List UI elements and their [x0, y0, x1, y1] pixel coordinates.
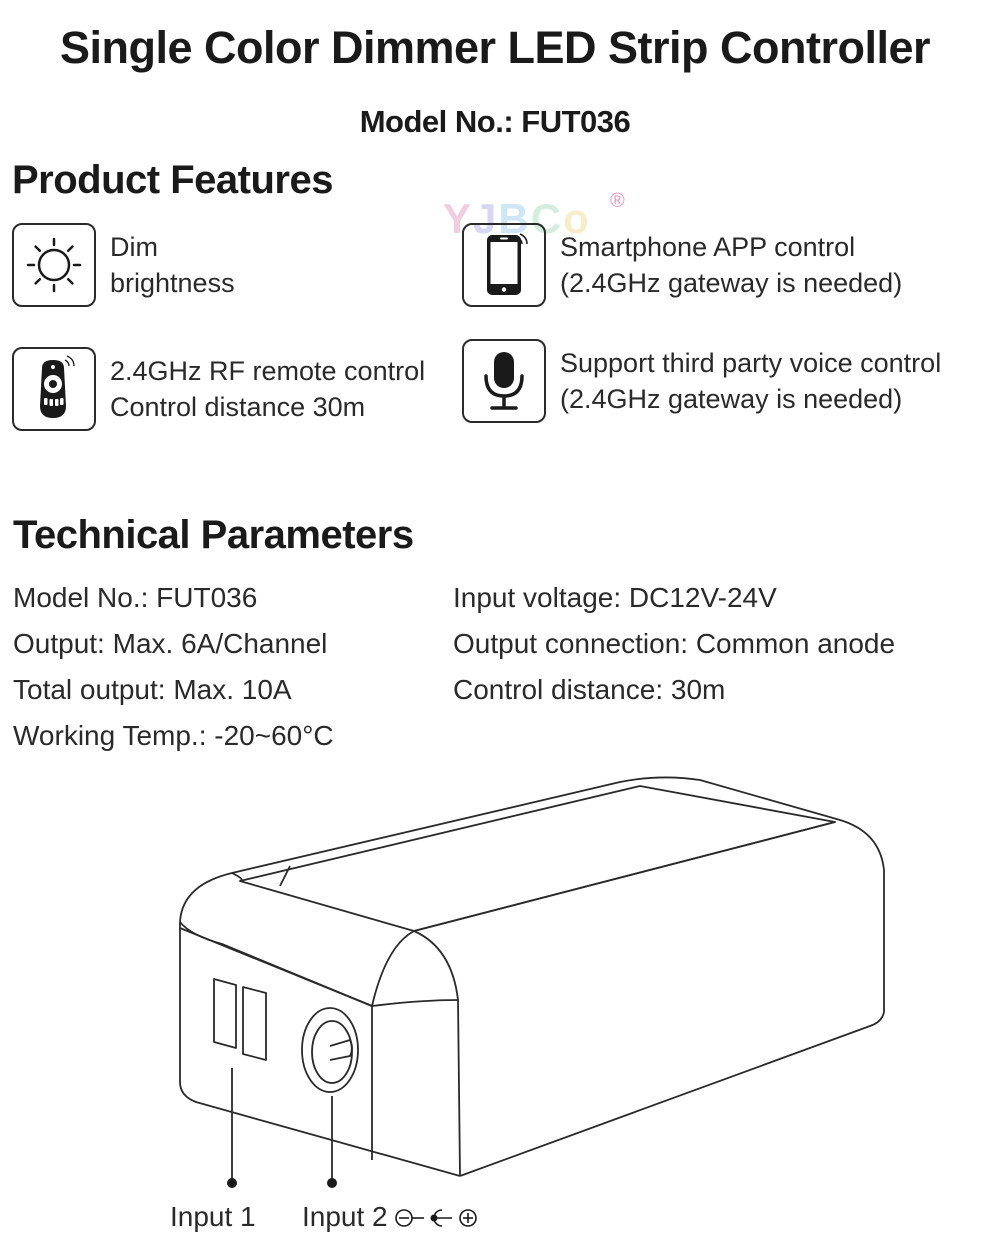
- controller-device-illustration: [179, 776, 885, 1188]
- microphone-icon: [484, 352, 524, 410]
- input-2-label: Input 2: [302, 1201, 388, 1232]
- input-1-label: Input 1: [170, 1201, 256, 1232]
- sun-icon-box: [12, 223, 96, 307]
- feature-line-1: Support third party voice control: [560, 348, 942, 378]
- feature-smartphone-app: Smartphone APP control (2.4GHz gateway i…: [462, 223, 902, 307]
- dc-polarity-icon: [395, 1209, 477, 1227]
- feature-line-2: Control distance 30m: [110, 392, 366, 422]
- sun-icon: [26, 237, 82, 293]
- param-working-temp: Working Temp.: -20~60°C: [13, 720, 334, 751]
- param-model: Model No.: FUT036: [13, 582, 258, 613]
- smartphone-icon: [487, 233, 528, 295]
- feature-line-1: Dim: [110, 232, 158, 262]
- feature-voice-control: Support third party voice control (2.4GH…: [462, 339, 941, 423]
- feature-line-2: brightness: [110, 268, 235, 298]
- feature-text: Smartphone APP control (2.4GHz gateway i…: [560, 229, 902, 301]
- feature-line-2: (2.4GHz gateway is needed): [560, 268, 903, 298]
- page-title: Single Color Dimmer LED Strip Controller: [59, 22, 931, 73]
- model-number-heading: Model No.: FUT036: [359, 104, 631, 139]
- feature-text: Dim brightness: [110, 229, 235, 301]
- feature-text: Support third party voice control (2.4GH…: [560, 345, 941, 417]
- feature-rf-remote: 2.4GHz RF remote control Control distanc…: [12, 347, 425, 431]
- microphone-icon-box: [462, 339, 546, 423]
- feature-dim-brightness: Dim brightness: [12, 223, 235, 307]
- remote-control-icon: [40, 355, 75, 418]
- feature-line-1: 2.4GHz RF remote control: [110, 356, 426, 386]
- feature-line-1: Smartphone APP control: [560, 232, 856, 262]
- technical-parameters-heading: Technical Parameters: [13, 513, 414, 557]
- param-total-output: Total output: Max. 10A: [13, 674, 292, 705]
- param-control-distance: Control distance: 30m: [453, 674, 726, 705]
- brand-watermark: YJBCo: [443, 195, 591, 242]
- remote-icon-box: [12, 347, 96, 431]
- param-output-connection: Output connection: Common anode: [453, 628, 896, 659]
- feature-line-2: (2.4GHz gateway is needed): [560, 384, 903, 414]
- feature-text: 2.4GHz RF remote control Control distanc…: [110, 353, 425, 425]
- param-output: Output: Max. 6A/Channel: [13, 628, 328, 659]
- product-features-heading: Product Features: [12, 158, 333, 202]
- smartphone-icon-box: [462, 223, 546, 307]
- param-input-voltage: Input voltage: DC12V-24V: [453, 582, 777, 613]
- registered-mark: ®: [610, 190, 625, 212]
